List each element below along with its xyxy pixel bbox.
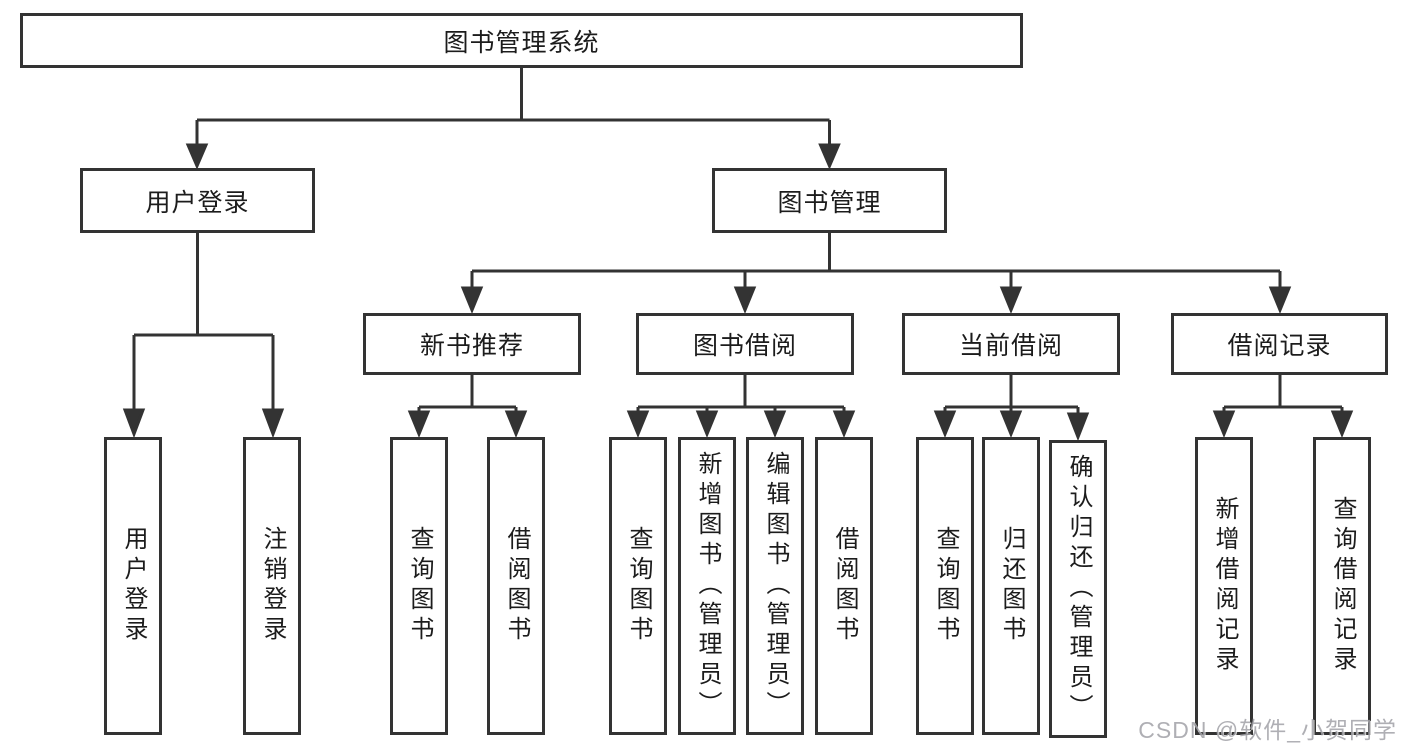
leaf-label: 新增图书（管理员）: [694, 451, 721, 721]
connectors: [122, 68, 1354, 442]
leaf-confirm-return-admin: 确认归还（管理员）: [1049, 440, 1107, 738]
node-label: 图书管理: [777, 188, 882, 217]
leaf-label: 查询图书: [406, 526, 433, 646]
leaf-label: 新增借阅记录: [1211, 496, 1238, 676]
leaf-query-books-borrowing: 查询图书: [609, 437, 667, 735]
node-label: 图书借阅: [692, 332, 797, 360]
watermark: CSDN @软件_小贺同学: [1138, 717, 1397, 743]
leaf-return-books: 归还图书: [982, 437, 1040, 735]
node-user-login-branch: 用户登录: [80, 168, 315, 233]
leaf-query-borrow-record: 查询借阅记录: [1313, 437, 1371, 735]
leaf-label: 注销登录: [259, 526, 286, 646]
node-borrowing-records: 借阅记录: [1171, 313, 1388, 375]
leaf-logout: 注销登录: [243, 437, 301, 735]
leaf-user-login: 用户登录: [104, 437, 162, 735]
node-label: 当前借阅: [958, 332, 1063, 360]
leaf-label: 用户登录: [120, 526, 147, 646]
leaf-borrow-books-recommend: 借阅图书: [487, 437, 545, 735]
node-label: 借阅记录: [1227, 332, 1332, 360]
leaf-label: 查询图书: [932, 526, 959, 646]
leaf-label: 编辑图书（管理员）: [762, 451, 789, 721]
leaf-label: 借阅图书: [503, 526, 530, 646]
leaf-borrow-books-borrowing: 借阅图书: [815, 437, 873, 735]
leaf-edit-books-admin: 编辑图书（管理员）: [746, 437, 804, 735]
leaf-label: 查询图书: [625, 526, 652, 646]
node-book-management-branch: 图书管理: [712, 168, 947, 233]
leaf-label: 确认归还（管理员）: [1065, 454, 1092, 724]
leaf-query-books-current: 查询图书: [916, 437, 974, 735]
leaf-add-borrow-record: 新增借阅记录: [1195, 437, 1253, 735]
node-library-management-system: 图书管理系统: [20, 13, 1023, 68]
node-current-borrowing: 当前借阅: [902, 313, 1120, 375]
leaf-label: 查询借阅记录: [1329, 496, 1356, 676]
node-new-book-recommend: 新书推荐: [363, 313, 581, 375]
node-label: 新书推荐: [419, 332, 524, 360]
leaf-add-books-admin: 新增图书（管理员）: [678, 437, 736, 735]
node-label: 用户登录: [145, 188, 250, 217]
leaf-query-books-recommend: 查询图书: [390, 437, 448, 735]
node-book-borrowing: 图书借阅: [636, 313, 854, 375]
leaf-label: 归还图书: [998, 526, 1025, 646]
node-label: 图书管理系统: [443, 28, 600, 57]
leaf-label: 借阅图书: [831, 526, 858, 646]
